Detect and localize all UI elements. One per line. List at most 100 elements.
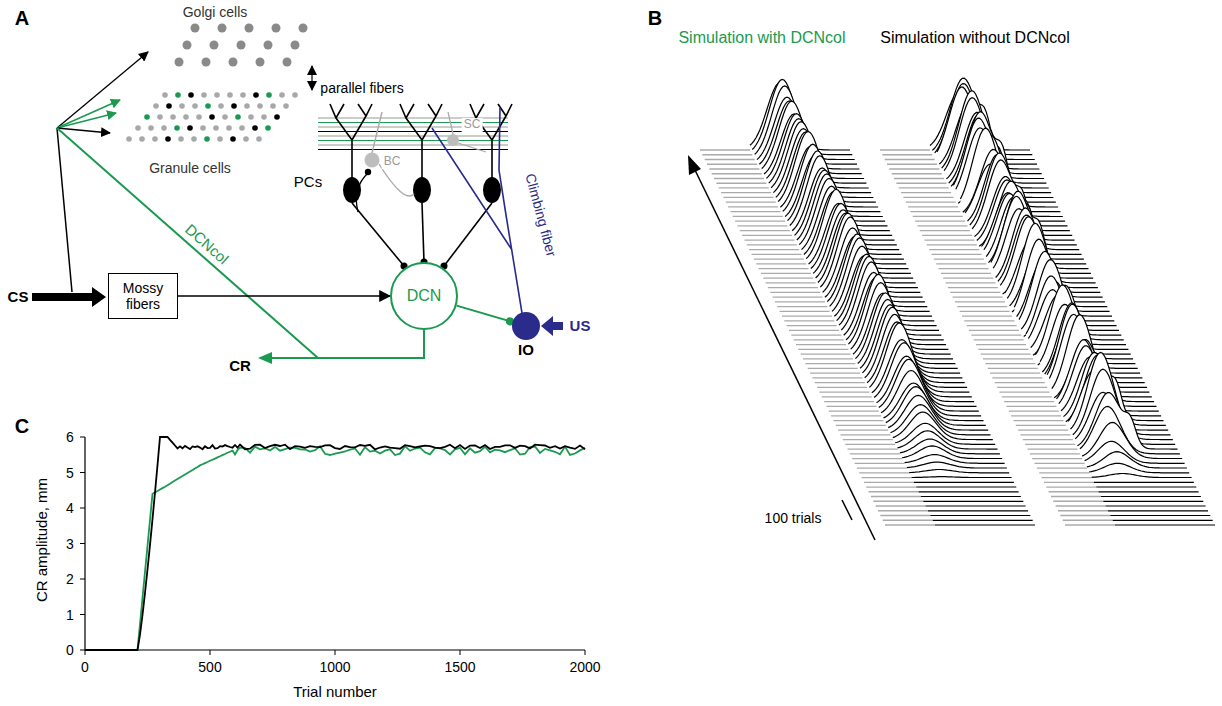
- trace-baseline: [747, 244, 797, 245]
- panel-letter: B: [648, 7, 662, 30]
- granule-cell: [144, 114, 150, 120]
- granule-cell: [135, 125, 141, 131]
- trace-baseline: [1009, 410, 1059, 411]
- trace-baseline: [822, 396, 872, 397]
- tick: [335, 650, 336, 655]
- granule-cell: [266, 92, 272, 98]
- golgi-cell: [183, 41, 192, 50]
- trace-baseline: [915, 221, 965, 222]
- granule-cell: [227, 92, 233, 98]
- trace-baseline: [770, 292, 820, 293]
- scale-label: 100 trials: [765, 510, 822, 526]
- trace-baseline: [1065, 524, 1115, 525]
- trace-baseline: [869, 491, 919, 492]
- trace: [1089, 463, 1189, 473]
- trace-baseline: [887, 164, 937, 165]
- connector: [457, 306, 513, 322]
- trace-mask: [921, 496, 1021, 497]
- tick-label: 3: [66, 535, 74, 551]
- trace-mask: [1096, 487, 1196, 488]
- trace-baseline: [917, 225, 967, 226]
- trace-baseline: [752, 254, 802, 255]
- trace: [1087, 452, 1187, 468]
- trace-baseline: [1056, 505, 1106, 506]
- cell-label: PCs: [294, 173, 322, 190]
- trace-baseline: [775, 301, 825, 302]
- trace-baseline: [862, 477, 912, 478]
- golgi-cell: [256, 58, 265, 67]
- trace-baseline: [744, 240, 794, 241]
- granule-cell: [235, 114, 241, 120]
- tick-label: 1000: [319, 659, 350, 675]
- trace-mask: [1094, 482, 1194, 483]
- granule-cell: [187, 125, 193, 131]
- granule-cell: [213, 125, 219, 131]
- trace-baseline: [1046, 486, 1096, 487]
- line-shape: [372, 112, 382, 153]
- trace-baseline: [1006, 406, 1056, 407]
- trace-mask: [902, 446, 1002, 459]
- trace-baseline: [1053, 501, 1103, 502]
- trace-baseline: [759, 268, 809, 269]
- trace-mask: [1085, 441, 1185, 463]
- trace-baseline: [768, 287, 818, 288]
- trace-baseline: [1051, 496, 1101, 497]
- trace-baseline: [960, 311, 1010, 312]
- trace-baseline: [1035, 463, 1085, 464]
- granule-cell: [240, 92, 246, 98]
- trace: [935, 524, 1035, 525]
- trace-baseline: [1023, 439, 1073, 440]
- trace-baseline: [1016, 425, 1066, 426]
- path-shape: [688, 155, 701, 175]
- granule-cell: [166, 103, 172, 109]
- trace-baseline: [810, 372, 860, 373]
- nucleus-circle: IO: [512, 312, 540, 340]
- trace-baseline: [707, 164, 757, 165]
- trace-baseline: [885, 524, 935, 525]
- line-shape: [57, 128, 318, 358]
- trace: [905, 455, 1005, 464]
- trace-baseline: [971, 334, 1021, 335]
- trace-baseline: [712, 173, 762, 174]
- trace-baseline: [859, 472, 909, 473]
- trace-baseline: [1021, 434, 1071, 435]
- trace-baseline: [964, 320, 1014, 321]
- trace-baseline: [967, 325, 1017, 326]
- trace-baseline: [735, 221, 785, 222]
- trace-baseline: [848, 448, 898, 449]
- trace-baseline: [974, 339, 1024, 340]
- granule-cell: [204, 136, 210, 142]
- trace-baseline: [985, 363, 1035, 364]
- granule-cell: [139, 136, 145, 142]
- granule-cell: [231, 103, 237, 109]
- trace-baseline: [962, 315, 1012, 316]
- trace-baseline: [850, 453, 900, 454]
- trace-baseline: [740, 230, 790, 231]
- trace-baseline: [943, 278, 993, 279]
- trace-baseline: [885, 159, 935, 160]
- process-box: Mossy fibers: [108, 273, 178, 319]
- trace-baseline: [1032, 458, 1082, 459]
- trace-baseline: [812, 377, 862, 378]
- trace-mask: [1106, 506, 1206, 507]
- trace-baseline: [929, 249, 979, 250]
- granule-cell: [174, 125, 180, 131]
- trace-baseline: [883, 520, 933, 521]
- trace-baseline: [934, 259, 984, 260]
- trace-baseline: [709, 168, 759, 169]
- tick: [80, 579, 85, 580]
- granule-cell: [165, 136, 171, 142]
- trace-mask: [1110, 515, 1210, 516]
- trace: [1115, 524, 1215, 525]
- trace-baseline: [999, 391, 1049, 392]
- trace-baseline: [761, 273, 811, 274]
- granule-cell: [243, 136, 249, 142]
- fiber-label: parallel fibers: [318, 80, 405, 96]
- golgi-cell: [264, 41, 273, 50]
- axis-title: CR amplitude, mm: [33, 478, 50, 602]
- trace-baseline: [836, 425, 886, 426]
- line-shape: [57, 52, 148, 128]
- trace-baseline: [730, 211, 780, 212]
- trace-baseline: [948, 287, 998, 288]
